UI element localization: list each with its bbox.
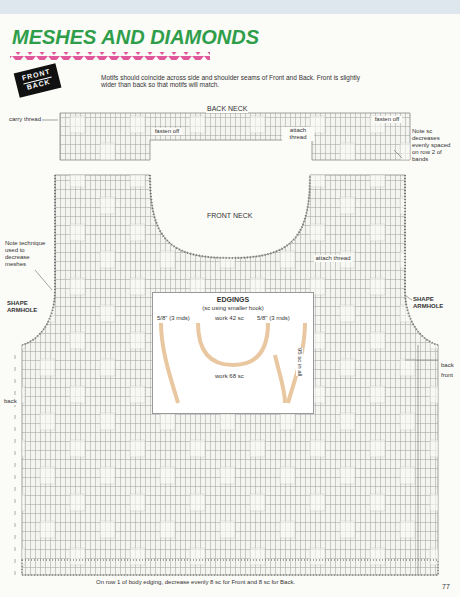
piece-tag: FRONTBACK xyxy=(14,63,62,97)
chart-note: fasten off xyxy=(372,116,402,123)
chart-note: carry thread xyxy=(8,116,42,123)
chart-note: 77 xyxy=(441,583,451,591)
neck-band xyxy=(150,175,310,258)
chart-note: Motifs should coincide across side and s… xyxy=(100,74,372,89)
triangle-border xyxy=(10,52,210,60)
chart-note: BACK NECK xyxy=(206,105,248,113)
edging-text: EDGINGS xyxy=(153,296,313,304)
chart-note: On row 1 of body edging, decrease evenly… xyxy=(95,579,387,586)
front-body-chart xyxy=(22,175,438,575)
diamond-motifs xyxy=(22,175,438,575)
back-neck-motifs xyxy=(60,113,410,160)
edgings-box: EDGINGS(sc using smaller hook) 5/8" (3 rn… xyxy=(152,292,314,414)
chart-note: SHAPE ARMHOLE xyxy=(6,300,48,314)
edging-text: work 68 sc xyxy=(215,373,244,380)
edging-text: (sc using smaller hook) xyxy=(153,305,313,312)
chart-note: front xyxy=(440,372,454,379)
chart-note: FRONT NECK xyxy=(206,212,253,220)
row-markers xyxy=(15,355,16,575)
edging-outline xyxy=(161,323,305,403)
chart-note: attach thread xyxy=(314,255,352,262)
side-seam-strip xyxy=(405,345,438,575)
chart-note: back xyxy=(3,398,18,405)
leader-lines xyxy=(35,120,412,300)
edging-text: work 42 sc xyxy=(215,315,244,322)
chart-note: SHAPE ARMHOLE xyxy=(412,296,456,310)
chart-note: fasten off xyxy=(152,128,182,135)
chart-note: back xyxy=(440,362,455,369)
edging-text: 95 sc in all xyxy=(296,348,303,376)
back-neck-chart xyxy=(60,113,410,160)
edging-text: 5/8" (3 rnds) xyxy=(157,315,190,322)
page-title: MESHES AND DIAMONDS xyxy=(12,26,259,49)
edging-text: 5/8" (3 rnds) xyxy=(257,315,290,322)
chart-note: Note technique used to decrease meshes xyxy=(4,240,48,268)
header-band xyxy=(0,0,460,14)
body-edging-rows xyxy=(22,560,438,575)
chart-note: Note sc decreases evenly spaced on row 2… xyxy=(411,128,457,162)
armhole-band xyxy=(22,175,438,345)
chart-note: attach thread xyxy=(282,127,314,141)
